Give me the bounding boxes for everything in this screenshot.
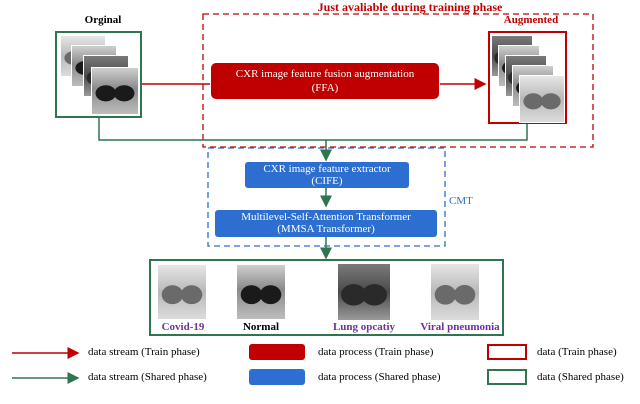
lung-opacity-xray-image — [337, 263, 391, 321]
legend-data-train-swatch — [487, 344, 527, 360]
viral-pneumonia-xray-image — [430, 263, 480, 321]
mmsa-process-box: Multilevel-Self-Attention Transformer (M… — [215, 210, 437, 237]
mmsa-line2: (MMSA Transformer) — [277, 223, 375, 235]
legend-stream-train: data stream (Train phase) — [88, 346, 200, 358]
legend-data-shared-swatch — [487, 369, 527, 385]
category-covid-19: Covid-19 — [161, 321, 205, 333]
legend-data-shared: data (Shared phase) — [537, 371, 624, 383]
covid-xray-image — [157, 264, 207, 320]
output-categories-frame: Covid-19 Normal Lung opcatiy Viral pneum… — [149, 259, 504, 336]
legend-process-train-swatch — [249, 344, 305, 360]
original-images-frame — [55, 31, 142, 118]
mmsa-line1: Multilevel-Self-Attention Transformer — [241, 211, 411, 223]
cife-line1: CXR image feature extractor — [263, 163, 391, 175]
legend-stream-shared: data stream (Shared phase) — [88, 371, 207, 383]
xray-image — [91, 67, 139, 115]
augmented-label: Augmented — [503, 14, 559, 26]
training-phase-note: Just avaliable during training phase — [317, 0, 503, 14]
augmented-images-frame — [488, 31, 567, 124]
ffa-line2: (FFA) — [311, 82, 339, 94]
legend-process-shared: data process (Shared phase) — [318, 371, 441, 383]
original-label: Orginal — [84, 14, 122, 26]
cife-process-box: CXR image feature extractor (CIFE) — [245, 162, 409, 188]
legend-data-train: data (Train phase) — [537, 346, 617, 358]
normal-xray-image — [236, 264, 286, 320]
xray-image — [519, 75, 565, 123]
cife-line2: (CIFE) — [311, 175, 343, 187]
legend-process-train: data process (Train phase) — [318, 346, 434, 358]
legend-process-shared-swatch — [249, 369, 305, 385]
category-viral-pneumonia: Viral pneumonia — [420, 321, 500, 333]
category-lung-opacity: Lung opcatiy — [332, 321, 396, 333]
ffa-line1: CXR image feature fusion augmentation — [235, 68, 415, 80]
ffa-process-box: CXR image feature fusion augmentation (F… — [211, 63, 439, 99]
category-normal: Normal — [242, 321, 280, 333]
cmt-label: CMT — [449, 195, 473, 207]
